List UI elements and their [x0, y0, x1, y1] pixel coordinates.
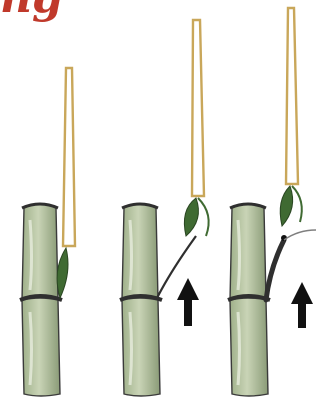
leaf-bud-1: [57, 248, 68, 298]
up-arrow-2: [177, 278, 199, 326]
panel-step-1: [20, 68, 75, 396]
leaf-bud-2: [184, 198, 208, 236]
wooden-stake-2: [192, 20, 204, 196]
wooden-stake-3: [286, 8, 298, 184]
bamboo-stem-2: [120, 204, 162, 396]
bamboo-stem-1: [20, 204, 62, 396]
panel-step-3: [228, 8, 316, 396]
branch-thick-3: [266, 230, 316, 300]
wooden-stake-1: [63, 68, 75, 246]
leaf-bud-3: [280, 186, 302, 226]
up-arrow-3: [291, 282, 313, 328]
panel-step-2: [120, 20, 209, 396]
